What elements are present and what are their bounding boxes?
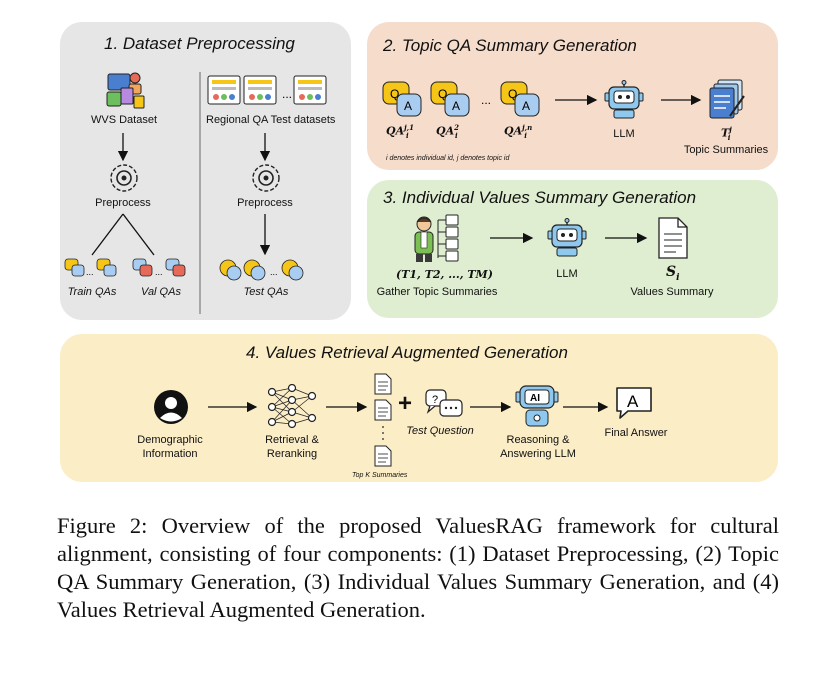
svg-text:?: ? [432,394,438,406]
wvs-dataset-icon [106,72,145,109]
robot-llm-icon [604,80,644,119]
svg-text:A: A [627,392,639,411]
val-qas-label: Val QAs [141,286,181,298]
qa-math-1: QAj,1i [386,123,414,140]
values-summary-math: Si [666,264,680,283]
topic-qa-bubbles-icon: Q A Q A ... Q A [382,81,540,117]
neural-network-icon [267,384,317,429]
preprocess-label-left: Preprocess [95,197,151,209]
llm-label-p3: LLM [556,268,578,280]
svg-text:A: A [522,99,530,113]
reasoning-llm-label: Reasoning &Answering LLM [500,434,576,460]
index-note: i denotes individual id, j denotes topic… [386,155,510,162]
final-answer-icon: A [616,387,652,419]
topic-math: Tji [721,125,732,142]
test-question-label: Test Question [406,425,474,437]
panel4-title: 4. Values Retrieval Augmented Generation [246,343,568,362]
regional-qa-label: Regional QA Test datasets [206,114,336,126]
regional-qa-datasets-icon: ... [207,75,327,105]
svg-text:Q: Q [508,87,517,101]
wvs-dataset-label: WVS Dataset [90,114,158,126]
reasoning-llm-icon: AI [515,385,559,427]
robot-llm-icon-p3 [547,218,587,257]
arrow-preprocess-to-train [91,213,124,256]
preprocess-label-right: Preprocess [237,197,293,209]
llm-label-p2: LLM [613,128,635,140]
demographic-person-icon [154,390,188,424]
svg-text:Q: Q [390,87,399,101]
arrow-preprocess-to-val [122,213,155,256]
top-k-documents-icon [374,373,392,467]
svg-text:...: ... [86,267,94,277]
values-summary-label: Values Summary [630,286,714,298]
final-answer-label: Final Answer [604,427,668,439]
panel1-title: 1. Dataset Preprocessing [104,34,295,53]
svg-text:A: A [452,99,460,113]
test-qas-label: Test QAs [243,286,289,298]
figure-caption: Figure 2: Overview of the proposed Value… [57,513,779,622]
topic-tuple-math: (T1, T2, ..., TM) [396,268,493,281]
top-k-label: Top K Summaries [352,472,408,479]
gather-person-icon [414,214,459,262]
svg-text:Q: Q [438,87,447,101]
svg-text:...: ... [270,267,278,277]
qa-math-2: QA2i [436,123,459,140]
preprocess-gear-icon-right [252,164,280,192]
plus-symbol: + [398,390,413,417]
values-summary-doc-icon [658,217,688,259]
topic-summaries-icon [709,79,745,119]
train-qas-label: Train QAs [67,286,117,298]
svg-text:...: ... [481,93,491,107]
topic-summaries-label: Topic Summaries [683,144,769,156]
preprocess-gear-icon [110,164,138,192]
panel2-title: 2. Topic QA Summary Generation [383,36,637,55]
retrieval-label: Retrieval &Reranking [265,434,319,460]
train-val-qa-icons: ... ... [64,258,186,277]
svg-text:A: A [404,99,412,113]
qa-math-n: QAj,ni [504,123,533,140]
svg-text:...: ... [155,267,163,277]
panel3-title: 3. Individual Values Summary Generation [383,188,697,207]
svg-text:...: ... [282,87,292,101]
test-qa-icons: ... [219,259,304,281]
test-question-icon: ? [425,389,463,417]
gather-topic-label: Gather Topic Summaries [376,286,498,298]
svg-text:AI: AI [530,393,540,404]
